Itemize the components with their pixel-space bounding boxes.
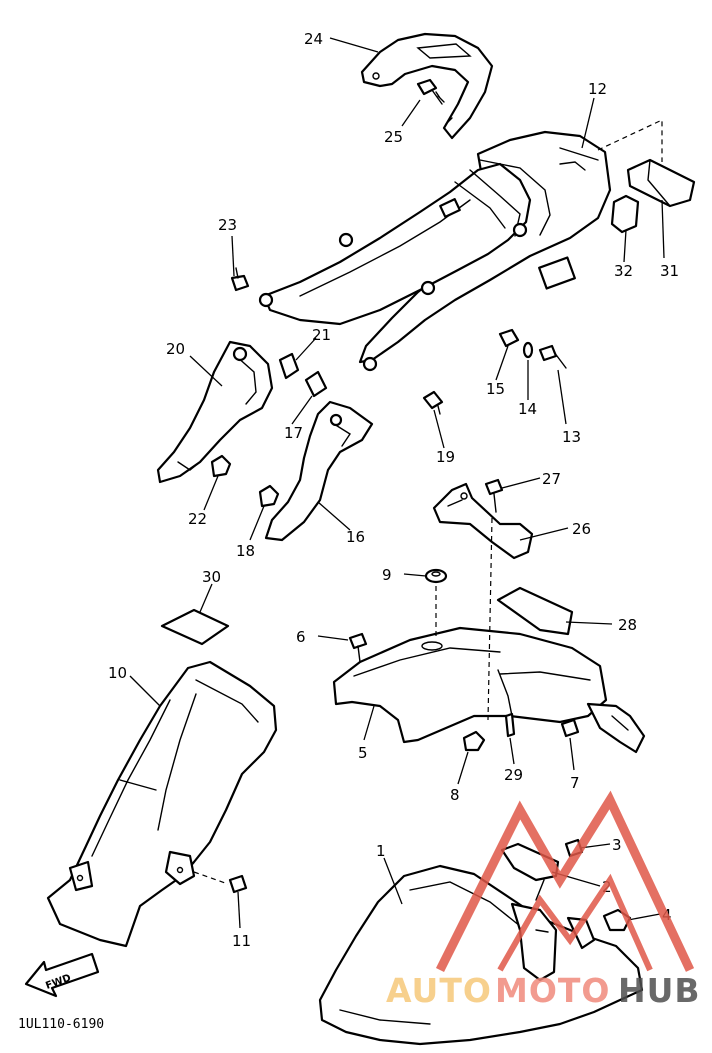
fwd-arrow: FWD <box>24 952 100 998</box>
callout-24: 24 <box>304 30 323 48</box>
callout-25: 25 <box>384 128 403 146</box>
part-17-damper <box>304 370 328 398</box>
callout-5: 5 <box>358 744 368 762</box>
callout-22: 22 <box>188 510 207 528</box>
part-30-label <box>160 608 230 646</box>
watermark: AUTO MOTO HUB <box>386 790 701 1010</box>
watermark-logo-mark <box>435 790 695 973</box>
callout-17: 17 <box>284 424 303 442</box>
part-15-collar <box>498 328 520 348</box>
diagram-code: 1UL110-6190 <box>18 1017 104 1032</box>
part-12-tail-cowl <box>258 130 612 372</box>
callout-26: 26 <box>572 520 591 538</box>
callout-6: 6 <box>296 628 306 646</box>
part-1-front-fender <box>318 864 644 1046</box>
callout-9: 9 <box>382 566 392 584</box>
part-32-pad <box>610 194 640 234</box>
watermark-text-moto: MOTO <box>495 971 610 1010</box>
part-20-side-cover <box>156 340 274 484</box>
leader-lines <box>129 37 665 929</box>
part-28-pad <box>496 586 574 636</box>
callout-10: 10 <box>108 664 127 682</box>
part-31-pad <box>626 158 696 208</box>
callout-29: 29 <box>504 766 523 784</box>
part-2-bracket <box>500 842 560 901</box>
part-19-bolt <box>422 390 444 415</box>
callout-16: 16 <box>346 528 365 546</box>
part-22-nut <box>210 454 232 478</box>
callout-15: 15 <box>486 380 505 398</box>
part-16-side-cover <box>264 400 374 542</box>
part-18-nut <box>258 484 280 508</box>
callout-labels: 1 2 3 4 5 6 7 8 9 10 11 12 13 14 15 16 1… <box>108 30 679 950</box>
callout-20: 20 <box>166 340 185 358</box>
callout-18: 18 <box>236 542 255 560</box>
part-29-clip <box>504 712 516 738</box>
callout-23: 23 <box>218 216 237 234</box>
callout-8: 8 <box>450 786 460 804</box>
part-6-screw <box>348 632 368 663</box>
callout-32: 32 <box>614 262 633 280</box>
callout-12: 12 <box>588 80 607 98</box>
part-11-screw <box>228 874 248 894</box>
callout-30: 30 <box>202 568 221 586</box>
part-9-grommet <box>424 568 448 584</box>
part-27-bolt <box>484 478 504 513</box>
callout-13: 13 <box>562 428 581 446</box>
callout-11: 11 <box>232 932 251 950</box>
callout-1: 1 <box>376 842 386 860</box>
part-10-inner-fender <box>46 660 278 948</box>
part-26-bracket <box>432 482 534 560</box>
watermark-text-auto: AUTO <box>386 971 492 1010</box>
part-21-damper <box>278 352 300 380</box>
callout-3: 3 <box>612 836 622 854</box>
part-5-rear-fender <box>332 626 646 754</box>
callout-27: 27 <box>542 470 561 488</box>
part-13-screw <box>538 344 567 369</box>
callout-19: 19 <box>436 448 455 466</box>
part-8-nut <box>462 730 486 752</box>
part-14-washer <box>522 341 534 359</box>
part-25-bolt <box>416 78 445 105</box>
callout-28: 28 <box>618 616 637 634</box>
part-7-screw <box>560 718 580 738</box>
callout-21: 21 <box>312 326 331 344</box>
watermark-text-hub: HUB <box>618 971 701 1010</box>
callout-14: 14 <box>518 400 537 418</box>
callout-7: 7 <box>570 774 580 792</box>
callout-31: 31 <box>660 262 679 280</box>
part-23-bolt <box>230 267 250 292</box>
part-24-grab-bar <box>360 32 494 140</box>
